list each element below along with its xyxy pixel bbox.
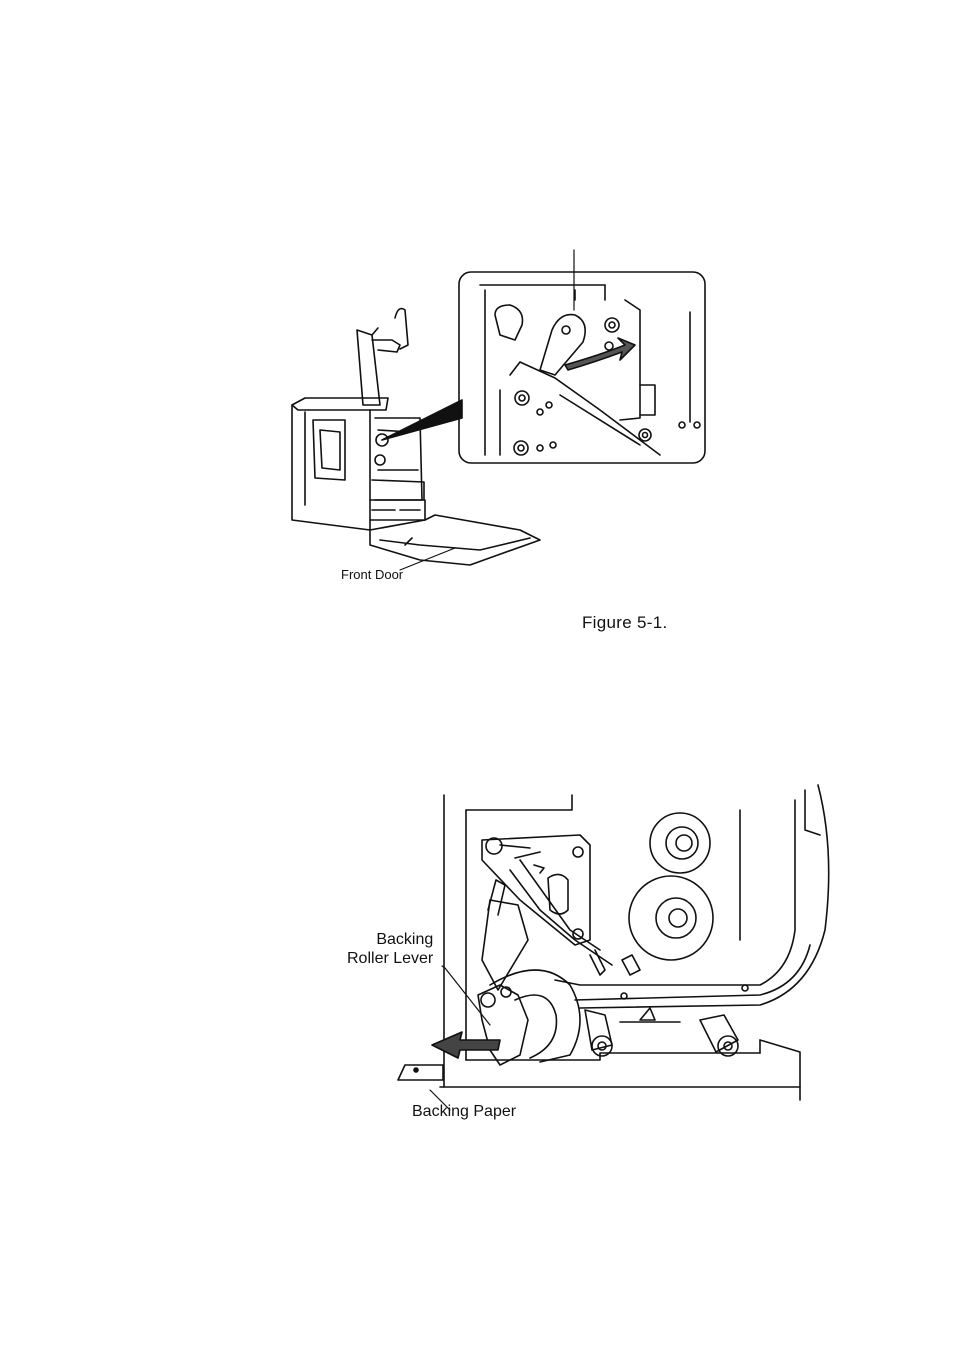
backing-roller-lever-line2: Roller Lever: [347, 949, 433, 968]
figure1-printer-drawing: [292, 309, 540, 570]
backing-paper-callout: Backing Paper: [412, 1103, 516, 1121]
backing-roller-lever-line1: Backing: [347, 930, 433, 949]
front-door-callout: Front Door: [341, 567, 403, 582]
backing-roller-lever-callout: Backing Roller Lever: [347, 930, 433, 968]
figure-caption: Figure 5-1.: [582, 613, 668, 633]
figure1-inset-drawing: [459, 250, 705, 463]
figure2-printer-drawing: [398, 785, 829, 1110]
